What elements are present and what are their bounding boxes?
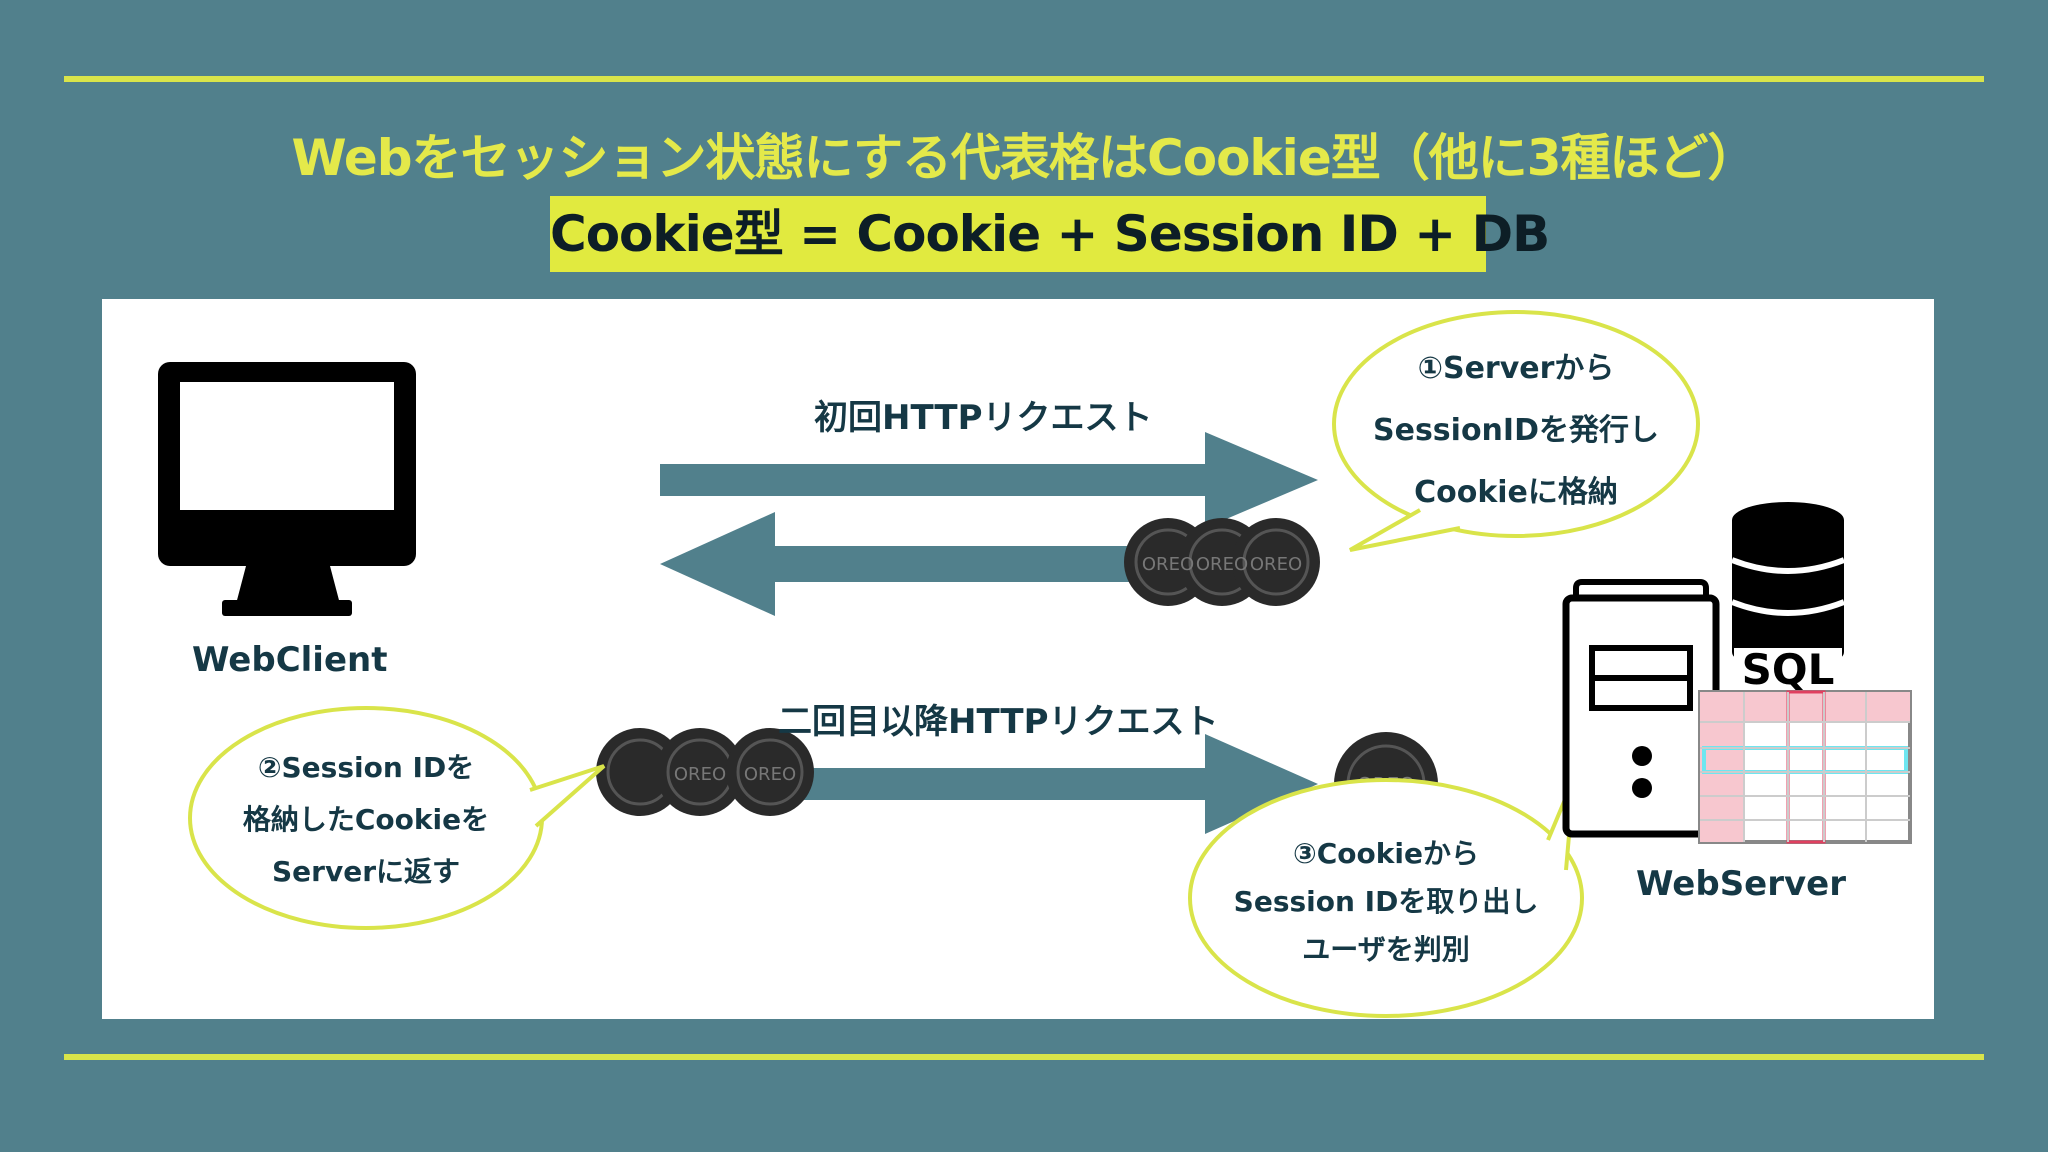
bubble-2-line-1: ②Session IDを <box>257 751 475 784</box>
first-request-label: 初回HTTPリクエスト <box>814 398 1153 438</box>
bubble-1-line-3: Cookieに格納 <box>1414 475 1618 510</box>
formula-banner: Cookie型 = Cookie + Session ID + DB <box>550 196 1550 272</box>
cookie-brand-text: OREO <box>1250 554 1302 575</box>
bubble-2-shape <box>188 706 606 930</box>
data-table-icon <box>1698 690 1912 844</box>
sql-label: SQL <box>1742 645 1835 694</box>
request-arrow-right-2 <box>760 734 1318 834</box>
bubble-3-line-2: Session IDを取り出し <box>1233 885 1539 918</box>
bubble-1-shape <box>1332 310 1700 552</box>
bubble-2-line-3: Serverに返す <box>271 855 461 888</box>
server-icon <box>1562 579 1720 838</box>
request-arrow-right-1 <box>660 432 1318 528</box>
monitor-icon <box>158 362 416 616</box>
web-client-label: WebClient <box>192 640 388 680</box>
bubble-3-line-3: ユーザを判別 <box>1302 933 1470 966</box>
bubble-2-text: ②Session IDを 格納したCookieを Serverに返す <box>196 742 536 898</box>
subsequent-request-label: 二回目以降HTTPリクエスト <box>778 702 1219 742</box>
bubble-1-line-1: ①Serverから <box>1417 351 1615 386</box>
cookie-brand-text: OREO <box>744 764 796 785</box>
cookie-brand-text: OREO <box>674 764 726 785</box>
bubble-2-line-2: 格納したCookieを <box>242 803 490 836</box>
cookie-brand-text: OREO <box>1196 554 1248 575</box>
bubble-3-text: ③Cookieから Session IDを取り出し ユーザを判別 <box>1196 830 1576 974</box>
cookie-stack-response-icon: OREO OREO OREO <box>1124 518 1320 606</box>
cookie-brand-text: OREO <box>1142 554 1194 575</box>
bubble-1-line-2: SessionIDを発行し <box>1373 413 1659 448</box>
bubble-1-text: ①Serverから SessionIDを発行し Cookieに格納 <box>1336 338 1696 524</box>
bubble-3-line-1: ③Cookieから <box>1293 837 1479 870</box>
web-server-label: WebServer <box>1636 864 1846 904</box>
bottom-rule <box>64 1054 1984 1060</box>
page-title: Webをセッション状態にする代表格はCookie型（他に3種ほど） <box>291 129 1757 187</box>
cookie-stack-request-icon: OREO OREO <box>596 728 814 816</box>
database-icon: SQL <box>1730 502 1846 694</box>
top-rule <box>64 76 1984 82</box>
